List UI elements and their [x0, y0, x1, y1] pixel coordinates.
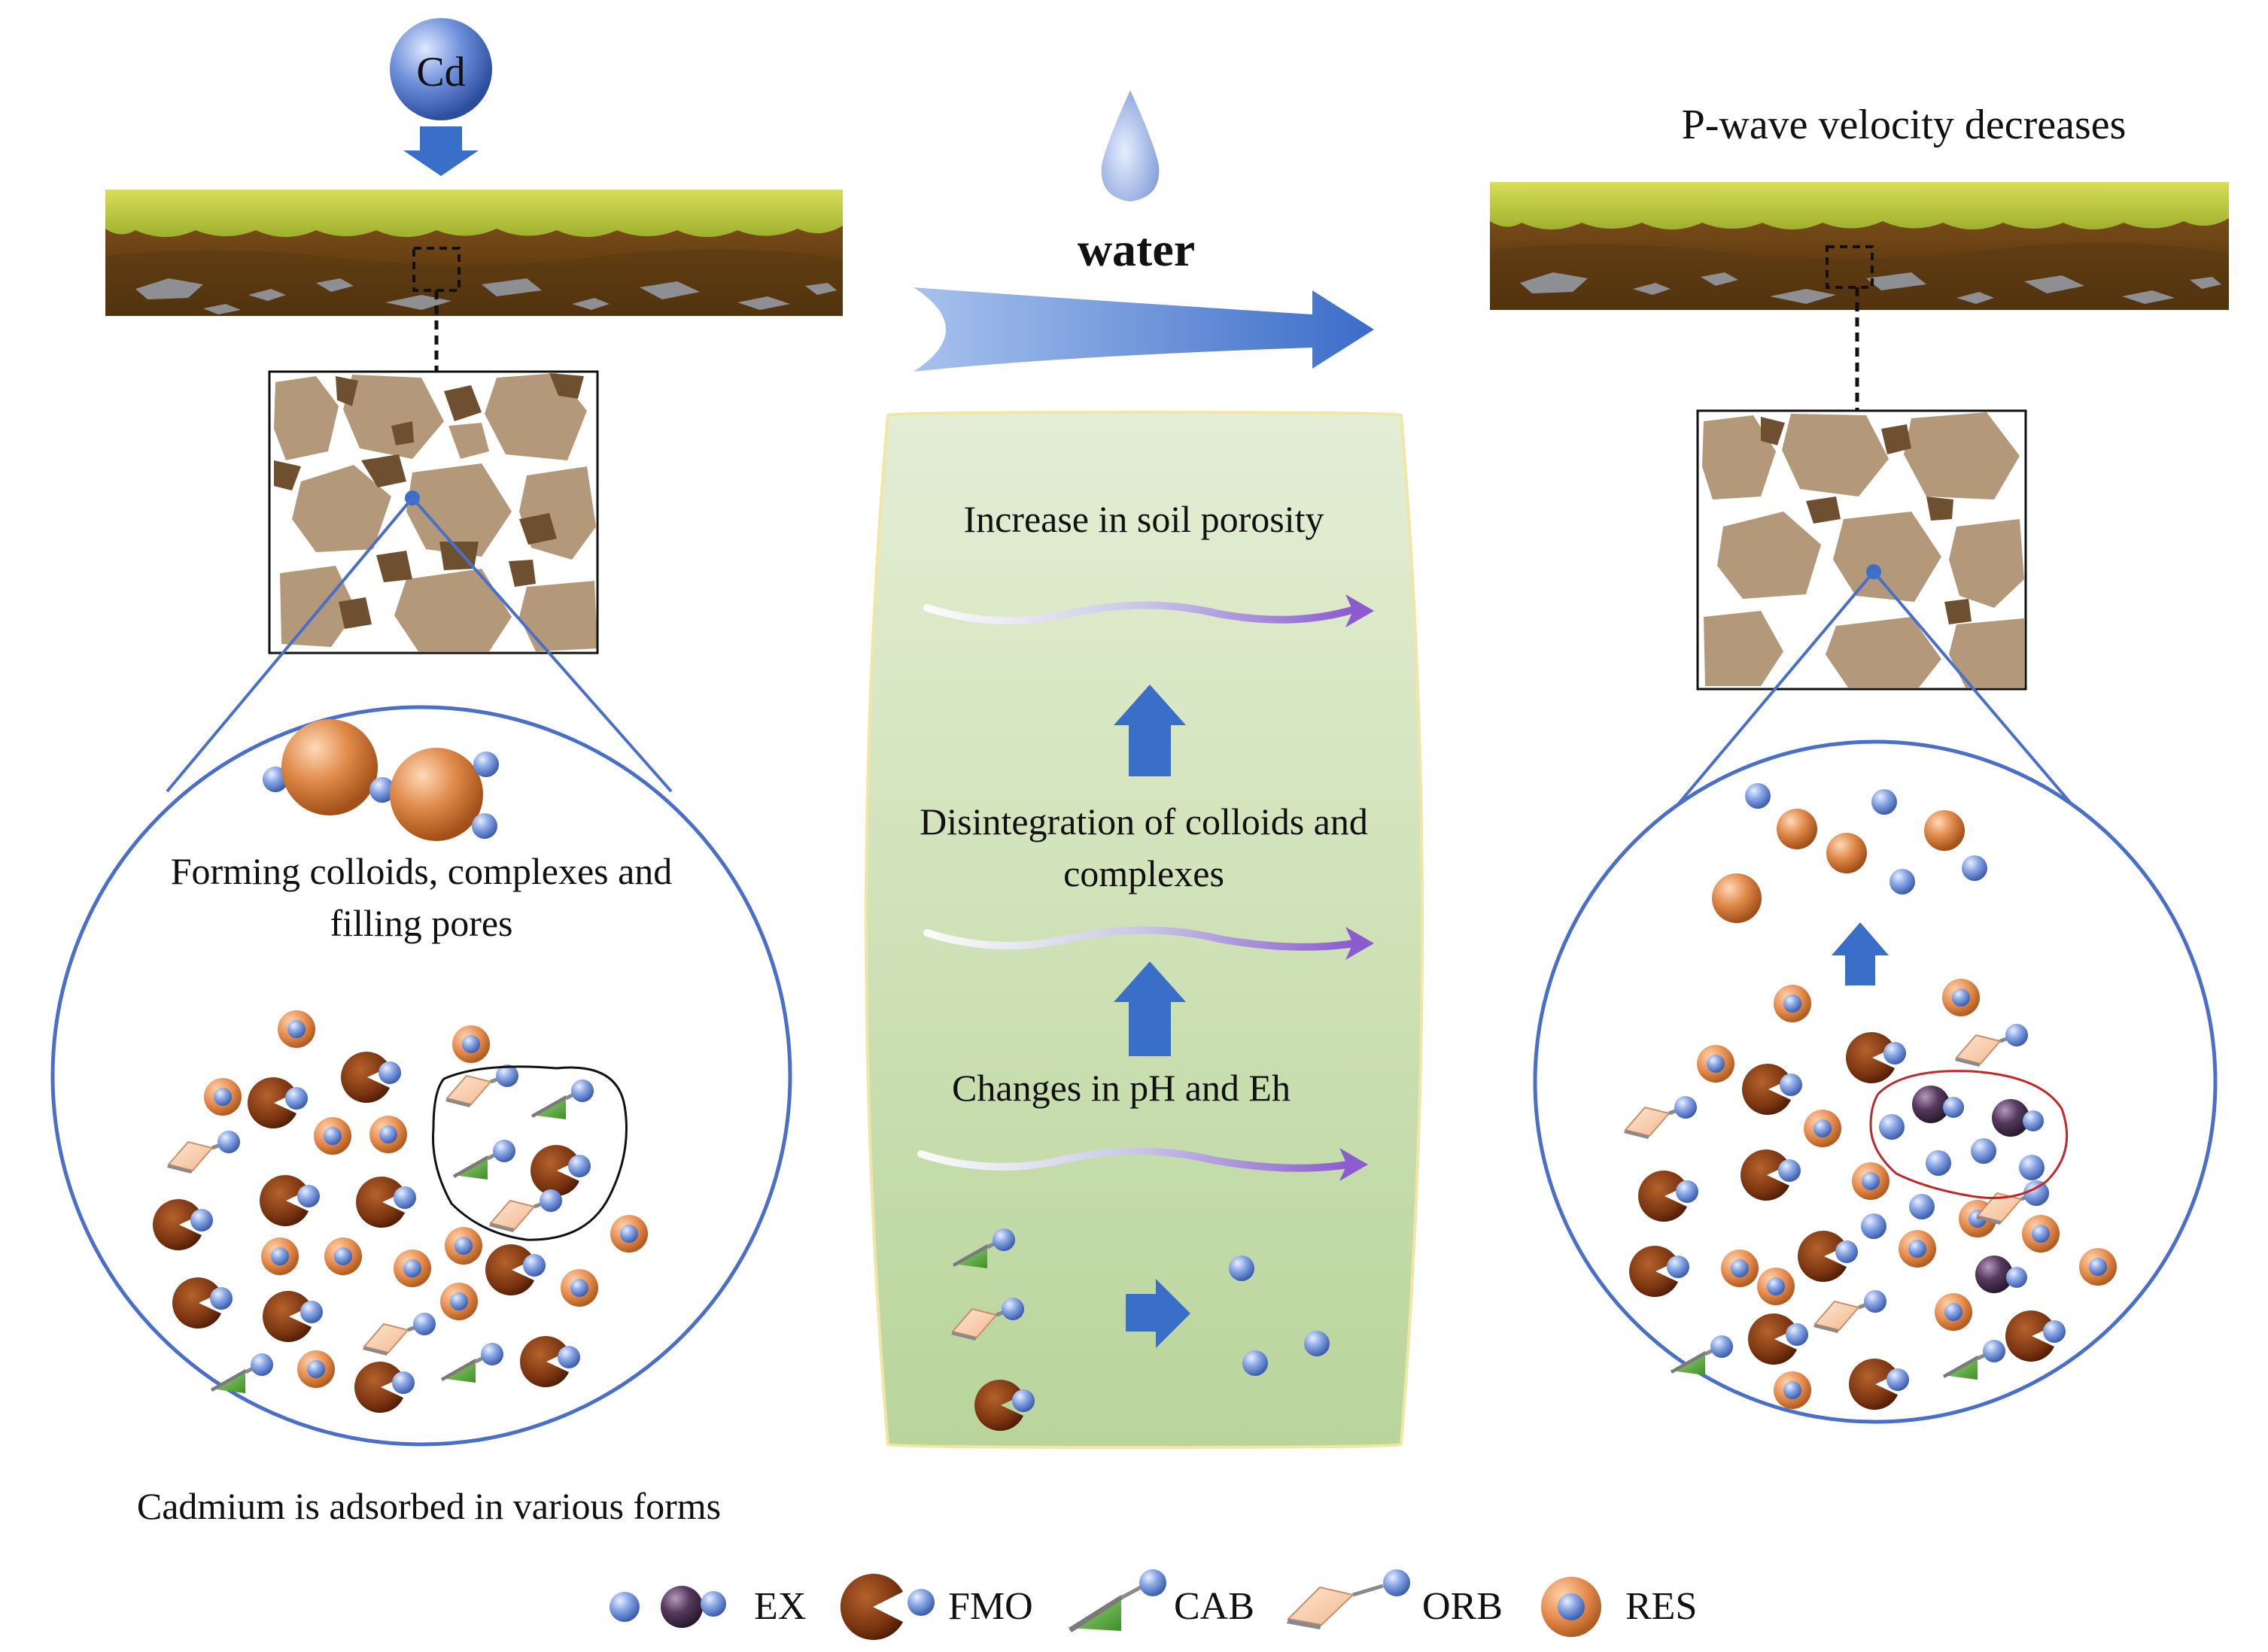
soil-strip-right — [1490, 182, 2229, 310]
cd-down-arrow — [403, 126, 479, 176]
cd-label: Cd — [416, 49, 466, 96]
legend-fmo-label: FMO — [948, 1585, 1033, 1628]
legend-orb-icon — [1286, 1569, 1410, 1629]
up-arrow-2 — [1114, 961, 1186, 1056]
wave-arrow-bottom — [917, 1147, 1368, 1181]
legend-fmo-icon — [840, 1573, 935, 1640]
legend-cab-icon — [1069, 1569, 1166, 1632]
cd-source — [390, 18, 492, 120]
up-arrow-1 — [1114, 685, 1186, 776]
complex-outline-right — [1869, 1070, 2069, 1199]
released-particles-right — [1712, 783, 1987, 985]
disintegration-label-line2: complexes — [1063, 852, 1224, 894]
legend-cab-label: CAB — [1174, 1585, 1254, 1628]
wave-arrow-middle — [923, 926, 1374, 960]
legend-res-icon — [1541, 1577, 1601, 1637]
zoom-circle-left — [50, 705, 792, 1447]
wave-arrow-top — [923, 594, 1374, 627]
complex-outline-left — [432, 1065, 628, 1241]
p-wave-label: P-wave velocity decreases — [1681, 102, 2127, 148]
porosity-label: Increase in soil porosity — [963, 498, 1324, 540]
soil-grain-box-right — [1696, 409, 2027, 691]
disintegration-label: Disintegration of colloids and complexes — [858, 796, 1430, 900]
legend-ex-label: EX — [754, 1585, 807, 1628]
forming-label: Forming colloids, complexes and filling … — [120, 846, 722, 949]
colloid-cluster — [263, 719, 499, 841]
water-label: water — [1077, 223, 1196, 276]
big-right-arrow — [914, 287, 1374, 372]
ph-eh-label: Changes in pH and Eh — [952, 1067, 1291, 1109]
water-drop-icon — [1101, 90, 1160, 202]
legend-ex-icon — [610, 1586, 726, 1628]
soil-strip-left — [105, 190, 843, 316]
forming-label-line2: filling pores — [330, 902, 513, 944]
legend-res-label: RES — [1625, 1585, 1698, 1628]
cadmium-adsorbed-label: Cadmium is adsorbed in various forms — [136, 1485, 722, 1527]
release-illustration — [951, 1228, 1330, 1431]
disintegration-label-line1: Disintegration of colloids and — [920, 800, 1368, 843]
forming-label-line1: Forming colloids, complexes and — [170, 850, 673, 892]
legend-orb-label: ORB — [1422, 1585, 1503, 1628]
